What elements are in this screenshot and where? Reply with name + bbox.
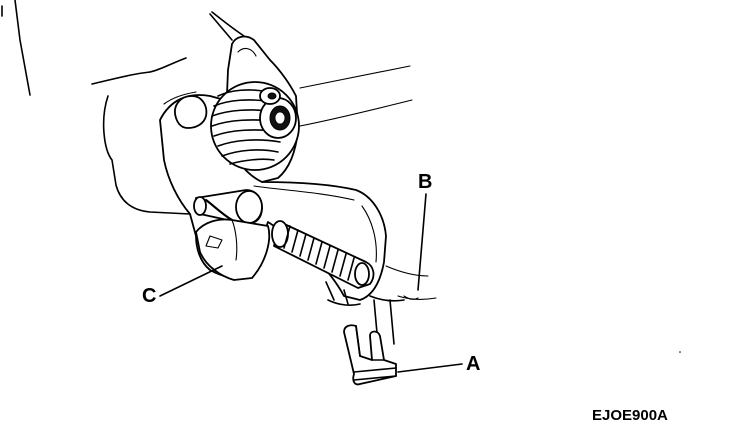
adjuster-rod <box>271 220 375 306</box>
adjuster-wheel <box>210 81 300 171</box>
callout-a: A <box>466 353 480 375</box>
housing-outline <box>1 0 413 215</box>
leader-lines <box>159 193 463 373</box>
leader-line-a <box>397 363 463 373</box>
callout-b: B <box>418 171 432 193</box>
pivot-pin <box>193 189 263 225</box>
figure-code: EJOE900A <box>592 407 668 424</box>
leader-line-b <box>417 193 427 291</box>
leader-line-c <box>159 265 223 297</box>
lever-c <box>195 218 271 281</box>
callout-c: C <box>142 285 156 307</box>
retaining-clip-a <box>343 324 397 386</box>
speck <box>679 351 681 353</box>
